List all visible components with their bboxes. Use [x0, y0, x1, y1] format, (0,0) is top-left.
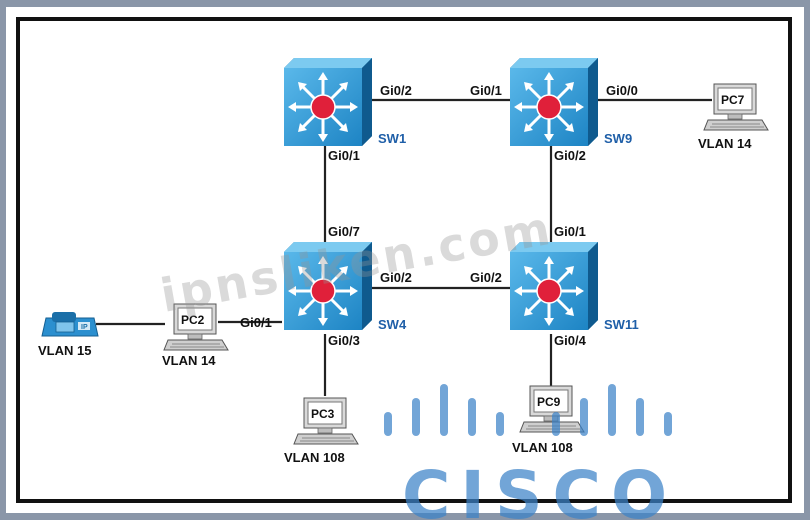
cisco-logo: CISCO — [384, 384, 677, 520]
links — [96, 98, 712, 396]
vlan-label-pc2: VLAN 14 — [162, 353, 216, 368]
ip-phone-badge: IP — [81, 324, 88, 331]
vlan-label-pc7: VLAN 14 — [698, 136, 752, 151]
port-label-sw1-gi01: Gi0/1 — [328, 148, 360, 163]
port-label-sw1-gi02: Gi0/2 — [380, 83, 412, 98]
vlan-label-pc9: VLAN 108 — [512, 440, 573, 455]
switch-label-sw4: SW4 — [378, 317, 407, 332]
port-label-sw11-gi04: Gi0/4 — [554, 333, 587, 348]
port-label-sw4-gi07: Gi0/7 — [328, 224, 360, 239]
switch-label-sw11: SW11 — [604, 317, 639, 332]
host-name-pc7: PC7 — [721, 93, 745, 107]
computer-icon — [703, 83, 769, 131]
vlan-label-phone: VLAN 15 — [38, 343, 91, 358]
vlan-label-pc3: VLAN 108 — [284, 450, 345, 465]
port-label-sw4-gi03: Gi0/3 — [328, 333, 360, 348]
host-pc3[interactable]: PC3 — [293, 397, 359, 445]
port-label-sw9-gi00: Gi0/0 — [606, 83, 638, 98]
port-label-sw11-gi02: Gi0/2 — [470, 270, 502, 285]
switch-label-sw9: SW9 — [604, 131, 632, 146]
switch-icon — [508, 56, 600, 148]
switch-sw1[interactable] — [282, 56, 374, 148]
port-label-sw11-gi01: Gi0/1 — [554, 224, 586, 239]
cisco-logo-text: CISCO — [402, 457, 677, 520]
host-name-pc2: PC2 — [181, 313, 205, 327]
port-label-sw4-gi02: Gi0/2 — [380, 270, 412, 285]
port-label-sw9-gi01: Gi0/1 — [470, 83, 502, 98]
switch-sw9[interactable] — [508, 56, 600, 148]
host-pc9[interactable]: PC9 — [519, 385, 585, 433]
ip-phone-icon — [41, 312, 99, 337]
switch-icon — [282, 56, 374, 148]
computer-icon — [293, 397, 359, 445]
host-pc7[interactable]: PC7 — [703, 83, 769, 131]
host-name-pc3: PC3 — [311, 407, 335, 421]
host-ip-phone[interactable]: IP — [41, 312, 99, 337]
host-name-pc9: PC9 — [537, 395, 561, 409]
diagram-border — [16, 17, 792, 503]
switch-label-sw1: SW1 — [378, 131, 406, 146]
port-label-sw9-gi02: Gi0/2 — [554, 148, 586, 163]
port-label-sw4-gi01: Gi0/1 — [240, 315, 272, 330]
host-pc2[interactable]: PC2 — [163, 303, 229, 351]
